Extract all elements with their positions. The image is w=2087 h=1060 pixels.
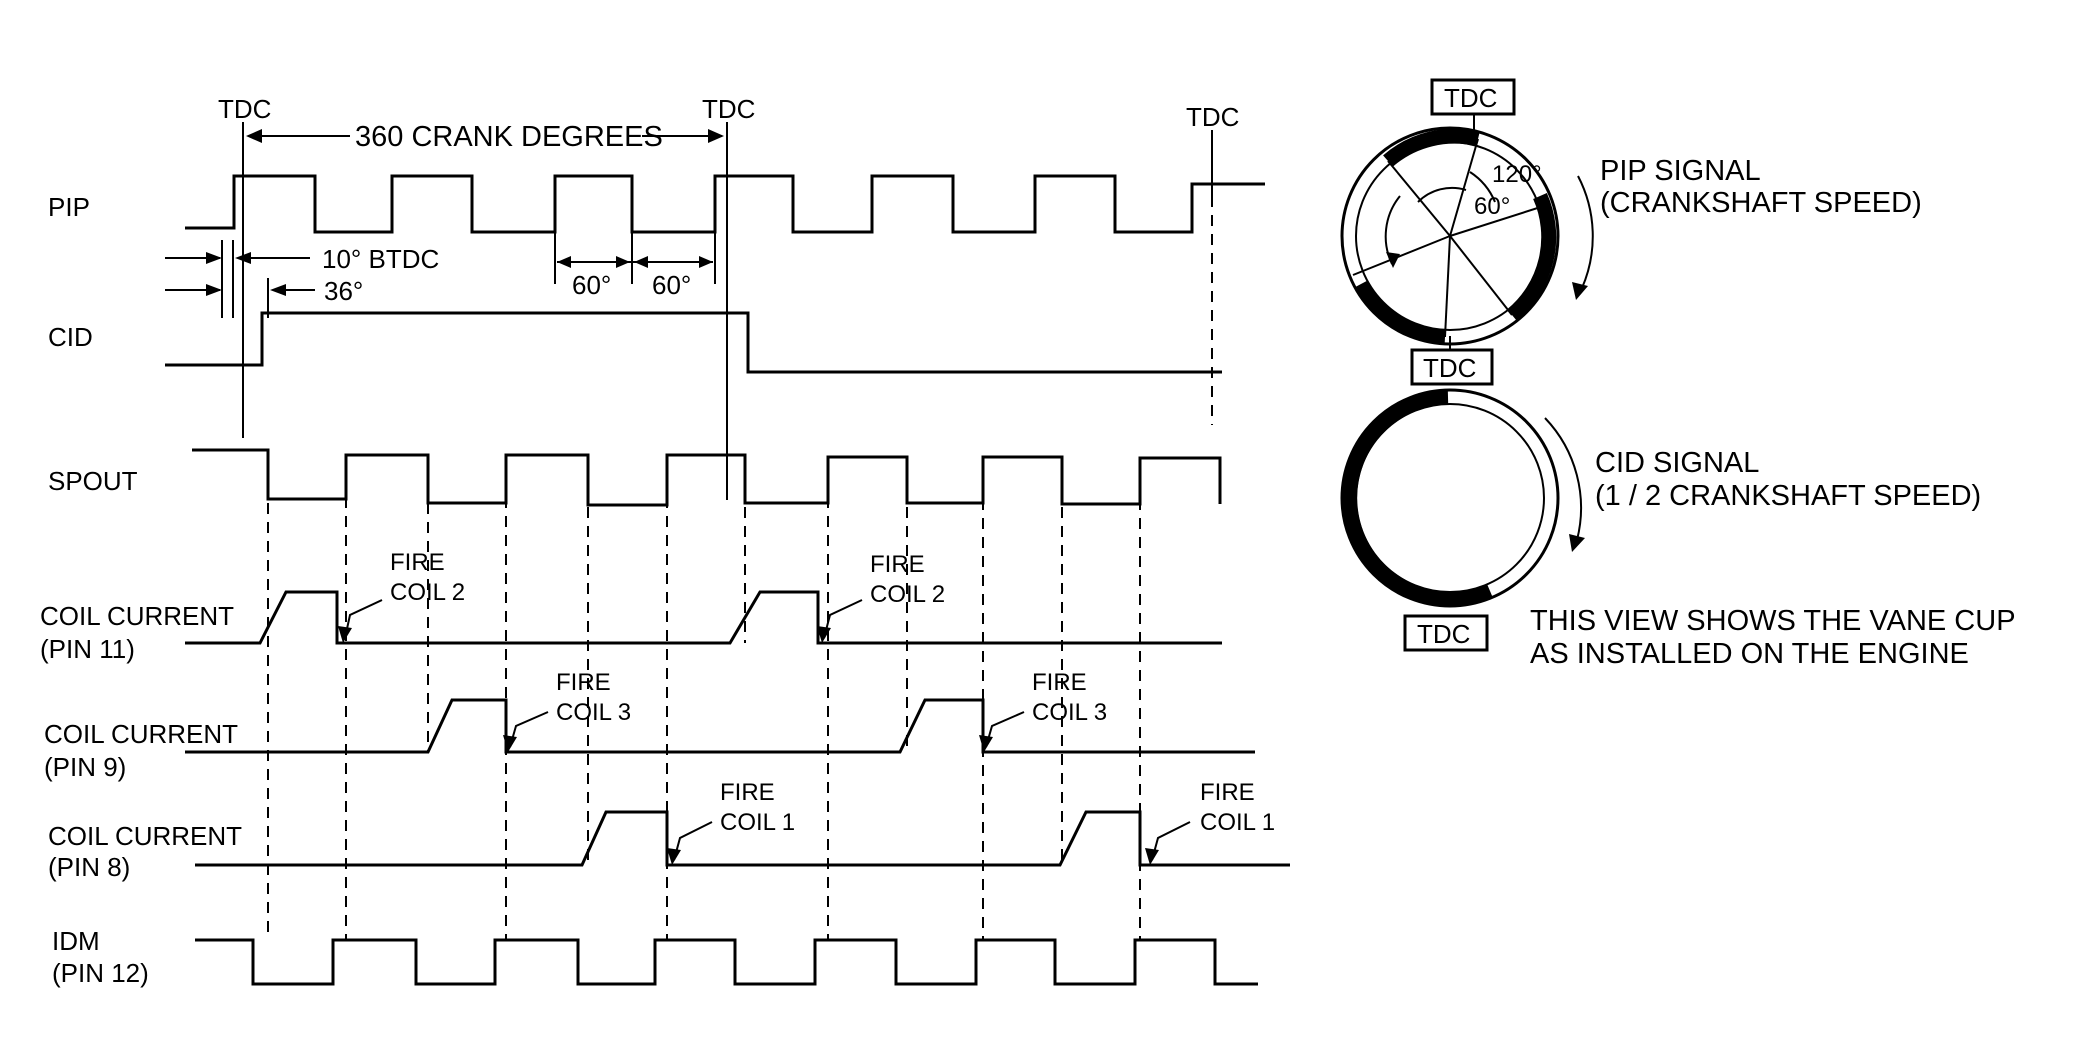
idm-pin-label: (PIN 12) xyxy=(52,958,149,988)
tdc-label-2: TDC xyxy=(702,94,755,124)
idm-label: IDM xyxy=(52,926,100,956)
deg60-arrow-2a xyxy=(634,256,648,268)
svg-text:COIL 2: COIL 2 xyxy=(870,581,945,608)
cid-signal-speed: (1 / 2 CRANKSHAFT SPEED) xyxy=(1595,480,1981,512)
coil-current-pin11-pin: (PIN 11) xyxy=(40,634,135,664)
fire-coil1-annotation-1: FIRE COIL 1 xyxy=(667,779,795,865)
spout-waveform xyxy=(192,448,1222,507)
crank-degrees-label: 360 CRANK DEGREES xyxy=(355,121,663,153)
svg-text:FIRE: FIRE xyxy=(556,669,611,696)
coil-current-pin9-label: COIL CURRENT xyxy=(44,719,238,749)
coil-current-pin11-label: COIL CURRENT xyxy=(40,601,234,631)
pip-signal-label: PIP SIGNAL xyxy=(1600,155,1761,187)
cid-tdc-box-bottom-label: TDC xyxy=(1417,619,1470,649)
tdc-label-3: TDC xyxy=(1186,102,1239,132)
pip-vane-1 xyxy=(1383,128,1480,167)
vane-cup-note-line1: THIS VIEW SHOWS THE VANE CUP xyxy=(1530,605,2016,637)
svg-text:FIRE: FIRE xyxy=(1200,779,1255,806)
deg60-arrow-2b xyxy=(699,256,713,268)
crank-degrees-arrow-left xyxy=(246,129,262,143)
deg60-arrow-1b xyxy=(616,256,630,268)
svg-text:FIRE: FIRE xyxy=(720,779,775,806)
idm-waveform xyxy=(195,938,1258,986)
cid-tdc-box-bottom xyxy=(1403,614,1489,652)
svg-text:COIL 3: COIL 3 xyxy=(1032,699,1107,726)
fire-coil3-annotation-1: FIRE COIL 3 xyxy=(503,669,631,752)
pip-angle-120: 120° xyxy=(1492,161,1542,188)
pip-signal-speed: (CRANKSHAFT SPEED) xyxy=(1600,187,1922,219)
btdc-label: 10° BTDC xyxy=(322,244,439,274)
svg-text:COIL 1: COIL 1 xyxy=(720,809,795,836)
pip-vane-cup: TDC 120° 60° xyxy=(1340,78,1594,362)
tdc-label-1: TDC xyxy=(218,94,271,124)
deg36-label: 36° xyxy=(324,276,363,306)
fire-coil2-annotation-1: FIRE COIL 2 xyxy=(338,549,465,643)
cid-rotation-arrow xyxy=(1544,417,1582,541)
pip-vane-3 xyxy=(1354,280,1446,345)
coil-current-pin9-waveform xyxy=(185,698,1255,754)
pip-waveform xyxy=(185,174,1265,234)
timing-dashed-lines xyxy=(267,459,1141,940)
pip-vane-2 xyxy=(1507,192,1557,321)
cid-signal-label: CID SIGNAL xyxy=(1595,447,1759,479)
coil-current-pin9-pin: (PIN 9) xyxy=(44,752,126,782)
fire-coil2-annotation-2: FIRE COIL 2 xyxy=(817,551,945,643)
coil-current-pin8-waveform xyxy=(195,810,1290,867)
crank-degrees-label-bg xyxy=(350,118,642,150)
pip-label: PIP xyxy=(48,192,90,222)
cid-vane-cup: TDC TDC xyxy=(1340,348,1585,652)
svg-text:COIL 2: COIL 2 xyxy=(390,579,465,606)
deg36-arrow-left xyxy=(206,284,222,296)
deg60-label-1: 60° xyxy=(572,270,611,300)
deg60-label-2: 60° xyxy=(652,270,691,300)
svg-text:COIL 3: COIL 3 xyxy=(556,699,631,726)
btdc-arrow-right xyxy=(235,252,251,264)
svg-text:FIRE: FIRE xyxy=(1032,669,1087,696)
pip-angle-60: 60° xyxy=(1474,193,1510,220)
crank-degrees-arrow-right xyxy=(708,129,724,143)
coil-current-pin8-label: COIL CURRENT xyxy=(48,821,242,851)
cid-tdc-box-top-label: TDC xyxy=(1423,353,1476,383)
cid-label: CID xyxy=(48,322,93,352)
btdc-arrow-left xyxy=(206,252,222,264)
cid-vane xyxy=(1342,389,1493,607)
pip-tdc-box-label: TDC xyxy=(1444,83,1497,113)
cid-tdc-box-top xyxy=(1410,348,1494,386)
cid-waveform xyxy=(165,311,1222,374)
deg60-arrow-1a xyxy=(557,256,571,268)
svg-text:FIRE: FIRE xyxy=(390,549,445,576)
fire-coil1-annotation-2: FIRE COIL 1 xyxy=(1145,779,1275,865)
pip-rotation-arrow xyxy=(1577,175,1594,289)
vane-cup-note-line2: AS INSTALLED ON THE ENGINE xyxy=(1530,638,1969,670)
spout-label: SPOUT xyxy=(48,466,138,496)
fire-coil3-annotation-2: FIRE COIL 3 xyxy=(979,669,1107,752)
coil-current-pin11-waveform xyxy=(185,590,1222,645)
svg-text:COIL 1: COIL 1 xyxy=(1200,809,1275,836)
deg36-arrow-right xyxy=(270,284,286,296)
coil-current-pin8-pin: (PIN 8) xyxy=(48,852,130,882)
svg-text:FIRE: FIRE xyxy=(870,551,925,578)
